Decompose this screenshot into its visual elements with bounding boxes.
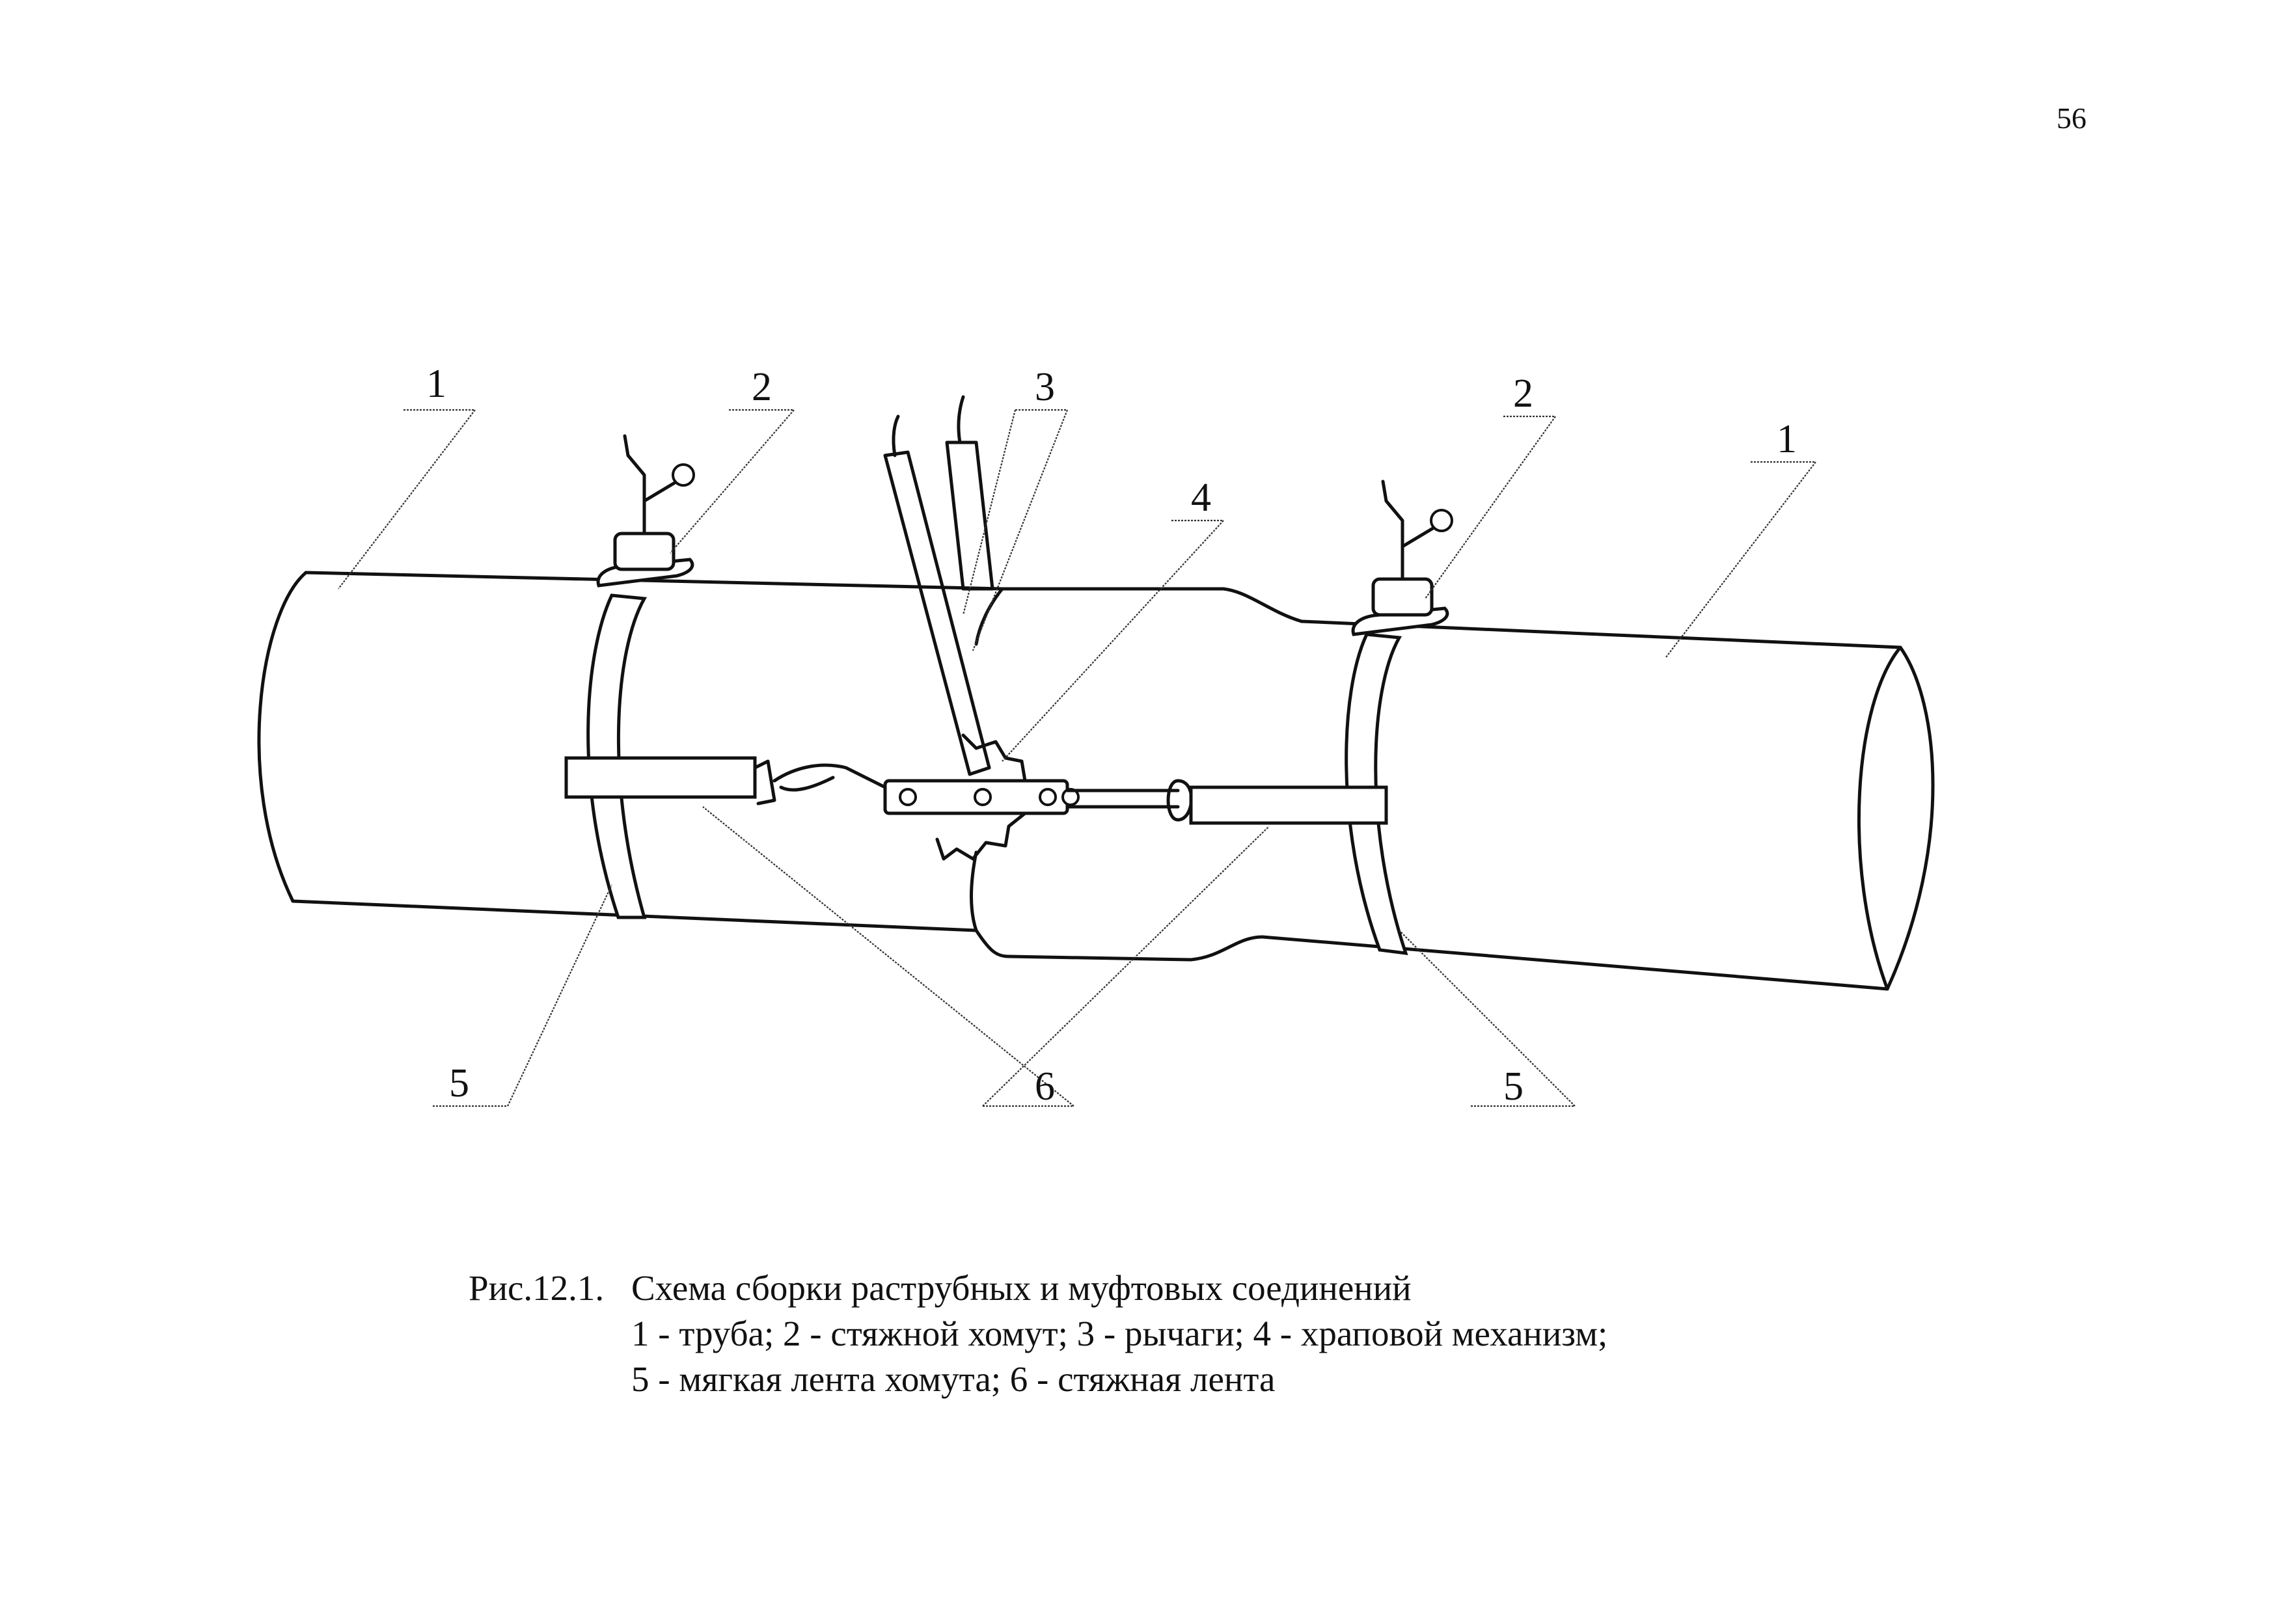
right-clamp — [1345, 480, 1453, 955]
page-number: 56 — [2057, 102, 2086, 135]
coupling-socket — [970, 587, 1304, 962]
caption-title: Схема сборки раструбных и муфтовых соеди… — [631, 1268, 1412, 1308]
figure-caption: Рис.12.1. Схема сборки раструбных и муфто… — [469, 1265, 1607, 1402]
leader-lines — [338, 409, 1818, 1107]
ratchet-mechanism — [883, 733, 1080, 861]
callout-5-left: 5 — [449, 1061, 469, 1105]
callout-6: 6 — [1035, 1064, 1055, 1109]
caption-legend-line-2: 5 - мягкая лента хомута; 6 - стяжная лен… — [631, 1359, 1276, 1399]
callout-1-right: 1 — [1777, 417, 1797, 461]
callout-3: 3 — [1035, 365, 1055, 409]
callout-4: 4 — [1191, 476, 1211, 520]
callout-1-left: 1 — [426, 362, 446, 406]
left-clamp — [586, 434, 695, 919]
callout-2-left: 2 — [752, 365, 772, 409]
tension-straps — [564, 756, 1388, 825]
levers — [883, 395, 994, 776]
callout-2-right: 2 — [1513, 372, 1533, 416]
figure-number: Рис.12.1. — [469, 1268, 605, 1308]
caption-title-row: Рис.12.1. Схема сборки раструбных и муфто… — [469, 1265, 1607, 1311]
callout-5-right: 5 — [1503, 1064, 1524, 1109]
caption-legend-line-1: 1 - труба; 2 - стяжной хомут; 3 - рычаги… — [631, 1314, 1608, 1353]
